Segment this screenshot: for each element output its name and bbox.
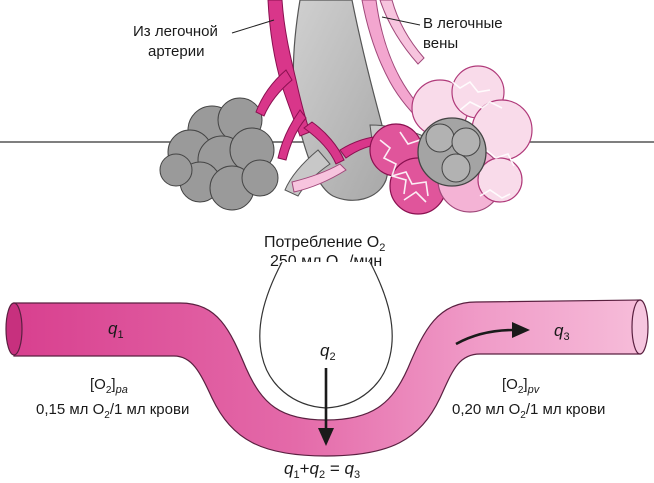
q1-label: q1	[108, 319, 124, 341]
artery-branch-1	[255, 69, 293, 117]
o2-pa-label: [O2]pa	[90, 376, 128, 396]
vein-branch-1	[379, 0, 425, 65]
to-veins-label: В легочные	[423, 15, 503, 32]
q2-arrow-head	[318, 428, 334, 446]
consumption-label: Потребление O2	[264, 234, 385, 254]
from-artery-label-2: артерии	[148, 43, 205, 60]
q3-label: q3	[554, 321, 570, 343]
to-veins-label-2: вены	[423, 35, 458, 52]
left-alveoli	[159, 97, 279, 211]
blood-vessel	[5, 261, 649, 457]
veins-leader-line	[381, 16, 421, 26]
q2-label: q2	[320, 341, 336, 363]
artery-branch-2	[277, 109, 307, 161]
artery-branch-3	[303, 121, 345, 165]
flow-equation: q1+q2 = q3	[284, 459, 360, 481]
q3-arrow-shaft	[455, 328, 515, 346]
o2-pa-value: 0,15 мл O2/1 мл крови	[36, 401, 189, 421]
artery-leader-line	[231, 19, 275, 34]
o2-pv-value: 0,20 мл O2/1 мл крови	[452, 401, 605, 421]
right-alveoli	[369, 65, 533, 215]
from-artery-label: Из легочной	[133, 23, 218, 40]
q3-arrow-head	[512, 322, 530, 338]
vessel-left-end	[5, 302, 23, 356]
lung-illustration	[159, 0, 533, 215]
vessel-right-end	[631, 299, 649, 355]
vein-branch-2	[291, 163, 347, 193]
o2-pv-label: [O2]pv	[502, 376, 541, 396]
